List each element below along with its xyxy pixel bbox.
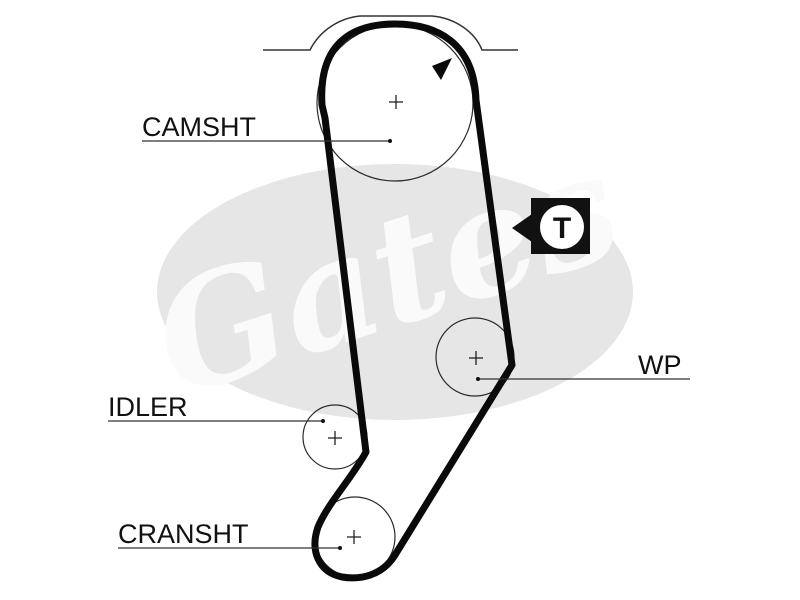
idler-label: IDLER xyxy=(108,392,188,422)
leader-lines xyxy=(108,139,690,550)
water-pump-label: WP xyxy=(638,350,682,380)
direction-arrow-icon xyxy=(432,58,452,80)
tensioner-label: T xyxy=(553,212,571,245)
center-markers xyxy=(328,95,483,544)
camshaft-pulley xyxy=(316,24,474,182)
tensioner-t-icon: T xyxy=(512,198,590,254)
engine-cover-line xyxy=(263,15,518,51)
camshaft-label: CAMSHT xyxy=(142,112,256,142)
timing-belt xyxy=(311,20,516,582)
crankshaft-label: CRANSHT xyxy=(118,519,249,549)
gates-watermark: Gates xyxy=(134,117,640,431)
